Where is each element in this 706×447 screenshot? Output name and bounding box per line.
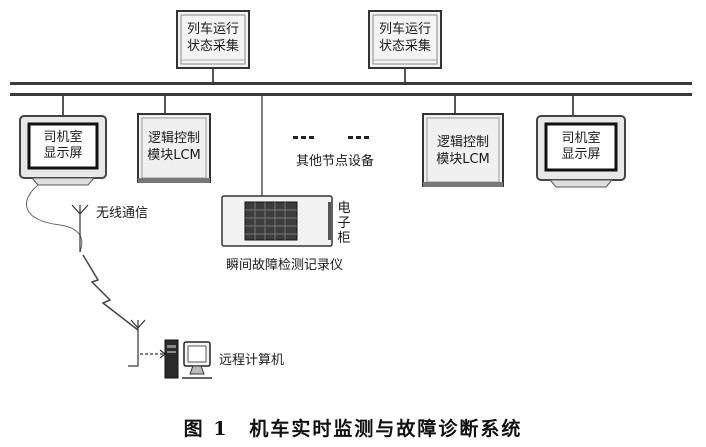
- status-collector-label-line2: 状态采集: [378, 39, 431, 54]
- status-collector-node: [176, 10, 250, 82]
- antenna-icon: [71, 204, 89, 252]
- logic-control-module: [137, 96, 211, 183]
- driver-display-monitor: [19, 96, 107, 186]
- network-bus: [10, 82, 692, 96]
- wireless-label: 无线通信: [96, 206, 149, 221]
- status-collector-label-line1: 列车运行: [186, 22, 239, 37]
- other-nodes-ellipsis: [293, 136, 369, 139]
- antenna-icon: [128, 319, 146, 367]
- driver-display-label-line2: 显示屏: [43, 146, 83, 161]
- status-collector-label-line1: 列车运行: [378, 22, 431, 37]
- electronic-cabinet: [221, 195, 333, 247]
- cabinet-label: 电子柜: [337, 201, 353, 246]
- logic-module-label: 逻辑控制 模块LCM: [140, 130, 208, 164]
- logic-module-label-line2: 模块LCM: [147, 148, 201, 163]
- system-diagram: [10, 10, 692, 379]
- status-collector-label: 列车运行 状态采集: [373, 21, 437, 55]
- driver-display-label-line1: 司机室: [43, 130, 83, 145]
- status-collector-label: 列车运行 状态采集: [181, 21, 245, 55]
- remote-computer-label: 远程计算机: [219, 353, 285, 368]
- status-collector-label-line2: 状态采集: [186, 39, 239, 54]
- driver-display-monitor: [536, 96, 626, 188]
- remote-computer-icon: [164, 339, 212, 379]
- logic-control-module: [422, 96, 504, 187]
- figure-caption: 图 1 机车实时监测与故障诊断系统: [183, 418, 523, 440]
- driver-display-label: 司机室 显示屏: [29, 130, 97, 162]
- status-collector-node: [368, 10, 442, 82]
- logic-module-label-line1: 逻辑控制: [436, 135, 489, 150]
- logic-module-label-line1: 逻辑控制: [147, 131, 200, 146]
- logic-module-label-line2: 模块LCM: [436, 152, 490, 167]
- wireless-link: [82, 254, 139, 331]
- driver-display-label-line2: 显示屏: [561, 147, 601, 162]
- screen-to-antenna-cable: [25, 184, 83, 253]
- recorder-label: 瞬间故障检测记录仪: [226, 258, 344, 273]
- other-nodes-label: 其他节点设备: [296, 154, 375, 169]
- logic-module-label: 逻辑控制 模块LCM: [425, 134, 501, 168]
- cabinet-label-text: 电子柜: [337, 201, 351, 246]
- driver-display-label: 司机室 显示屏: [546, 131, 616, 163]
- driver-display-label-line1: 司机室: [561, 131, 601, 146]
